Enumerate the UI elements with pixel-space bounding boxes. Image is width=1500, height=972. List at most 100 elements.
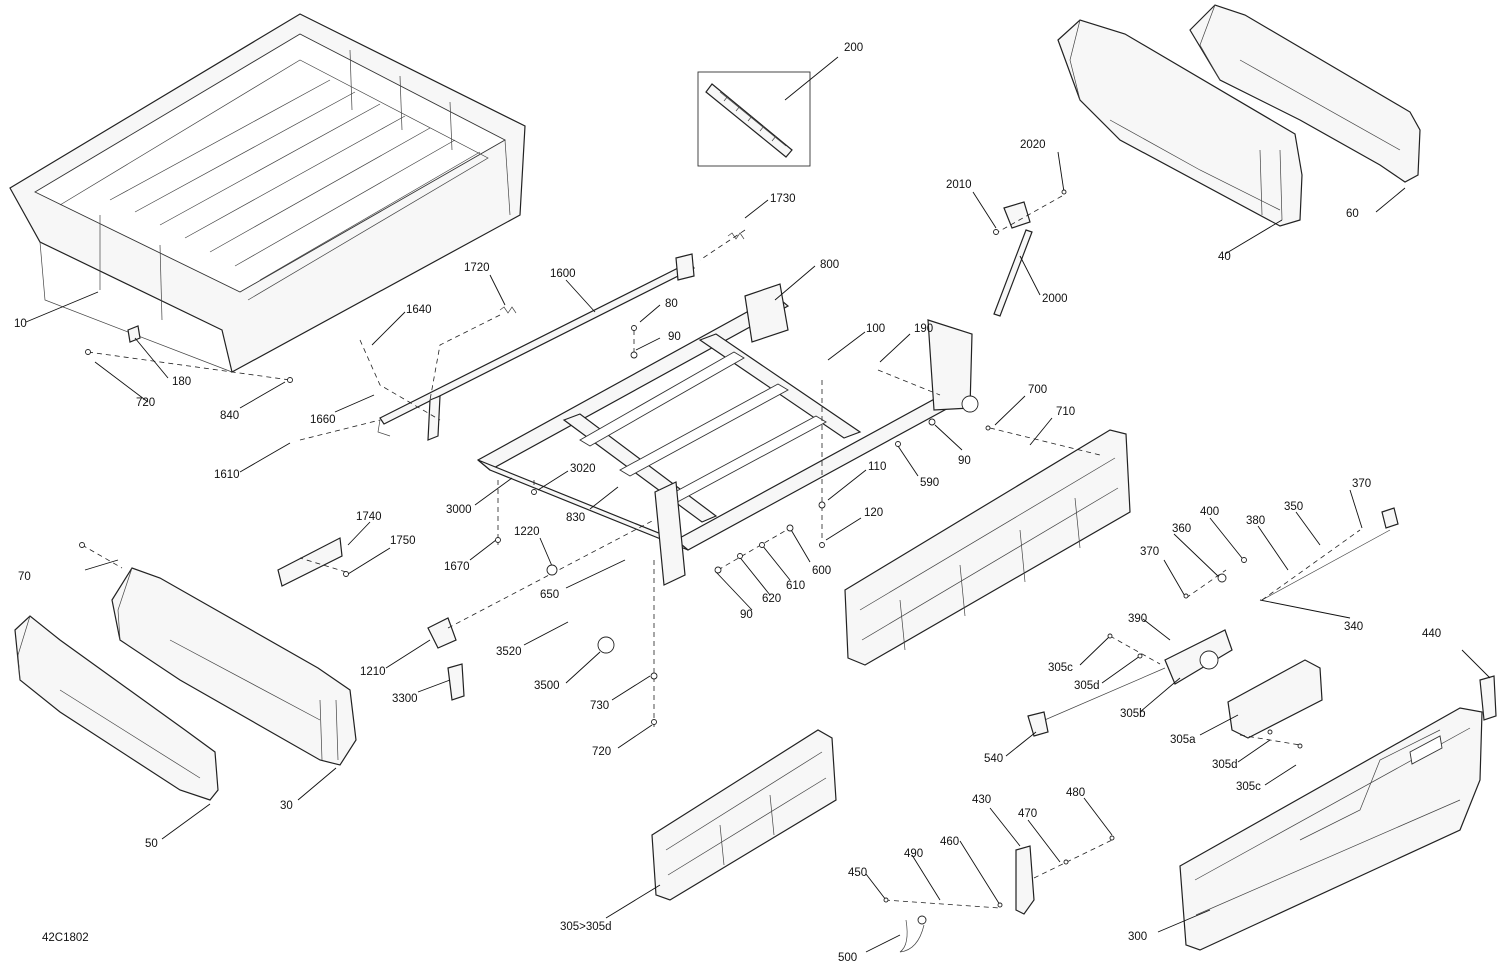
callout-840: 840 [220,410,239,422]
callout-1670: 1670 [444,561,470,573]
assembly-lines [81,195,1361,909]
callout-305-305d: 305>305d [560,921,612,933]
tailgate-assembly-part-305 [651,729,837,901]
cable-part-540 [1027,667,1166,737]
tailgate-outer-part-300 [1179,707,1483,951]
callout-3300: 3300 [392,693,418,705]
callout-500: 500 [838,952,857,964]
callout-390: 390 [1128,613,1147,625]
callout-40: 40 [1218,251,1231,263]
bracket-part-430 [1015,845,1035,915]
cargo-box-part-10 [9,13,526,373]
callout-305c-b: 305c [1236,781,1261,793]
callout-730: 730 [590,700,609,712]
callout-1640: 1640 [406,304,432,316]
callout-1660: 1660 [310,414,336,426]
callout-470: 470 [1018,808,1037,820]
callout-305c-a: 305c [1048,662,1073,674]
side-panel-part-60 [1189,4,1421,183]
side-panel-part-30 [111,567,357,766]
callout-720b: 720 [592,746,611,758]
callout-610: 610 [786,580,805,592]
latch-part-305a [1227,659,1323,739]
callout-400: 400 [1200,506,1219,518]
callout-110: 110 [868,461,886,473]
callout-480: 480 [1066,787,1085,799]
callout-120: 120 [864,507,883,519]
callout-1610: 1610 [214,469,240,481]
tailgate-inner-part-710 [844,429,1131,666]
callout-370a: 370 [1352,478,1371,490]
frame-part-3000 [476,283,979,586]
callout-1600: 1600 [550,268,576,280]
callout-830: 830 [566,512,585,524]
callout-340: 340 [1344,621,1363,633]
latch-part-305b [1164,629,1233,685]
callout-3020: 3020 [570,463,596,475]
cap-part-3500 [597,636,615,654]
spring-part-1730 [727,232,745,240]
callout-720a: 720 [136,397,155,409]
leader-lines [25,56,1491,953]
callout-620: 620 [762,593,781,605]
callout-800: 800 [820,259,839,271]
callout-2010: 2010 [946,179,972,191]
callout-90c: 90 [740,609,753,621]
callout-180: 180 [172,376,191,388]
callout-700: 700 [1028,384,1047,396]
callout-3500: 3500 [534,680,560,692]
callout-labels: 200 2020 2010 1730 800 1720 1600 80 2000… [14,42,1441,964]
callout-1740: 1740 [356,511,382,523]
callout-450: 450 [848,867,867,879]
callout-440: 440 [1422,628,1441,640]
callout-190: 190 [914,323,933,335]
cable-part-500 [899,915,927,953]
callout-2000: 2000 [1042,293,1068,305]
gas-strut-part-2000 [993,201,1033,317]
callout-540: 540 [984,753,1003,765]
callout-300: 300 [1128,931,1147,943]
callout-590: 590 [920,477,939,489]
callout-305d-a: 305d [1074,680,1100,692]
callout-200: 200 [844,42,863,54]
callout-460: 460 [940,836,959,848]
callout-60: 60 [1346,208,1359,220]
drawing-code: 42C1802 [42,932,89,944]
callout-1220: 1220 [514,526,540,538]
callout-1210: 1210 [360,666,386,678]
callout-3520: 3520 [496,646,522,658]
bracket-part-1740 [277,537,343,587]
callout-10: 10 [14,318,27,330]
callout-1730: 1730 [770,193,796,205]
callout-100: 100 [866,323,885,335]
hardware-dots [79,189,1303,908]
rod-part-1600 [377,253,695,441]
callout-710: 710 [1056,406,1075,418]
callout-350: 350 [1284,501,1303,513]
callout-360: 360 [1172,523,1191,535]
kit-part-200 [697,71,811,167]
callout-650: 650 [540,589,559,601]
callout-90b: 90 [958,455,971,467]
callout-490: 490 [904,848,923,860]
callout-1720: 1720 [464,262,490,274]
cable-part-340 [1261,507,1399,601]
bracket-part-1210 [427,617,457,649]
callout-70: 70 [18,571,31,583]
callout-305b: 305b [1120,708,1146,720]
side-panel-part-40 [1057,19,1303,227]
callout-305a: 305a [1170,734,1196,746]
plate-part-3300 [447,663,465,701]
side-panel-part-50 [14,615,219,801]
callout-90a: 90 [668,331,681,343]
callout-380: 380 [1246,515,1265,527]
callout-600: 600 [812,565,831,577]
callout-370b: 370 [1140,546,1159,558]
callout-50: 50 [145,838,158,850]
callout-1750: 1750 [390,535,416,547]
clip-part-180 [127,325,141,343]
callout-430: 430 [972,794,991,806]
callout-305d-b: 305d [1212,759,1238,771]
callout-80: 80 [665,298,678,310]
